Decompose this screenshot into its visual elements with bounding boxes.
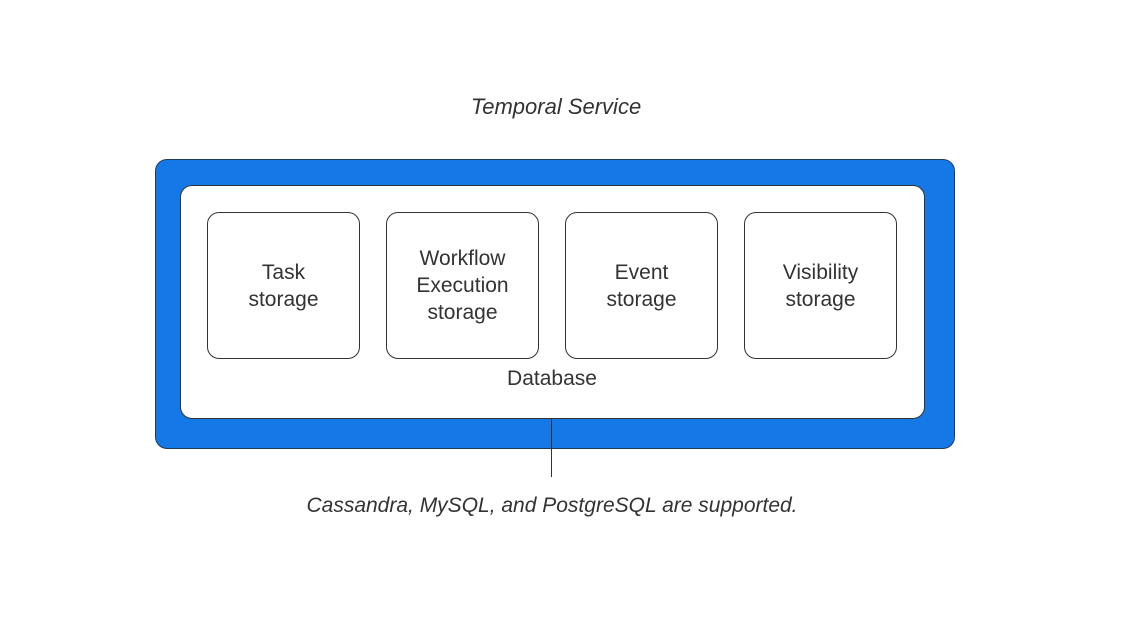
temporal-service-title: Temporal Service <box>470 94 642 119</box>
database-label: Database <box>507 367 597 390</box>
task-storage-box: Task storage <box>207 212 360 359</box>
workflow-execution-storage-box: Workflow Execution storage <box>386 212 539 359</box>
workflow-execution-storage-label: Workflow Execution storage <box>416 247 509 324</box>
connector-line <box>551 419 552 477</box>
visibility-storage-label: Visibility storage <box>782 260 859 311</box>
visibility-storage-box: Visibility storage <box>744 212 897 359</box>
supported-databases-note: Cassandra, MySQL, and PostgreSQL are sup… <box>306 494 798 517</box>
event-storage-label: Event storage <box>606 260 677 311</box>
task-storage-label: Task storage <box>248 260 319 311</box>
event-storage-box: Event storage <box>565 212 718 359</box>
